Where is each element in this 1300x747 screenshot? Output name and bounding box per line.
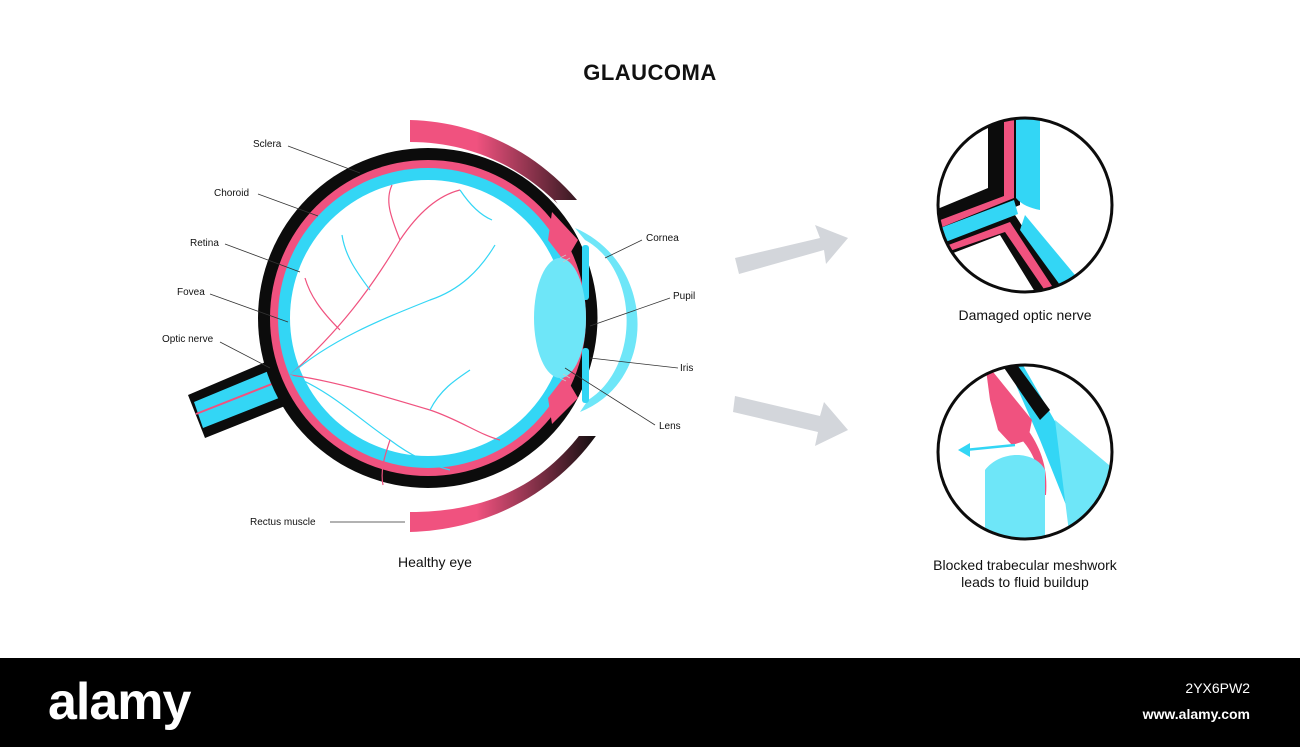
inset-blocked-meshwork xyxy=(938,365,1112,539)
arrow-to-meshwork xyxy=(733,396,848,446)
ciliary-top xyxy=(548,212,578,262)
rectus-muscle-bottom xyxy=(410,428,600,532)
label-optic-nerve: Optic nerve xyxy=(162,334,214,345)
label-pupil: Pupil xyxy=(673,291,696,302)
image-id: 2YX6PW2 xyxy=(1185,680,1250,696)
caption-blocked-meshwork: Blocked trabecular meshwork leads to flu… xyxy=(895,557,1155,591)
label-iris: Iris xyxy=(680,363,694,374)
blood-vessels xyxy=(289,184,501,486)
diagram-title: GLAUCOMA xyxy=(583,60,717,85)
iris-bottom xyxy=(582,348,589,403)
watermark-footer: alamy 2YX6PW2 www.alamy.com xyxy=(0,658,1300,747)
arrow-to-optic-nerve xyxy=(735,225,848,274)
lens-shape xyxy=(534,258,586,378)
label-lens: Lens xyxy=(659,421,681,432)
site-url: www.alamy.com xyxy=(1142,706,1250,722)
cornea-shape xyxy=(575,228,638,412)
caption-damaged-optic-nerve: Damaged optic nerve xyxy=(958,307,1092,323)
label-rectus-muscle: Rectus muscle xyxy=(250,517,316,528)
glaucoma-diagram: GLAUCOMA Sclera Choroid Retina Fovea Opt… xyxy=(162,60,1155,591)
brand-logo: alamy xyxy=(48,673,191,731)
diagram-art xyxy=(188,116,1114,541)
label-sclera: Sclera xyxy=(253,139,282,150)
label-retina: Retina xyxy=(190,238,219,249)
label-fovea: Fovea xyxy=(177,287,205,298)
vitreous xyxy=(290,180,566,456)
leader-lines xyxy=(209,145,679,523)
caption-blocked-line2: leads to fluid buildup xyxy=(961,574,1089,590)
iris-top xyxy=(582,245,589,300)
label-cornea: Cornea xyxy=(646,233,679,244)
caption-blocked-line1: Blocked trabecular meshwork xyxy=(933,557,1117,573)
caption-healthy-eye: Healthy eye xyxy=(398,554,472,570)
label-choroid: Choroid xyxy=(214,188,250,199)
inset-damaged-optic-nerve xyxy=(938,118,1112,292)
ciliary-bottom xyxy=(548,376,578,424)
optic-nerve-inner xyxy=(194,368,289,428)
